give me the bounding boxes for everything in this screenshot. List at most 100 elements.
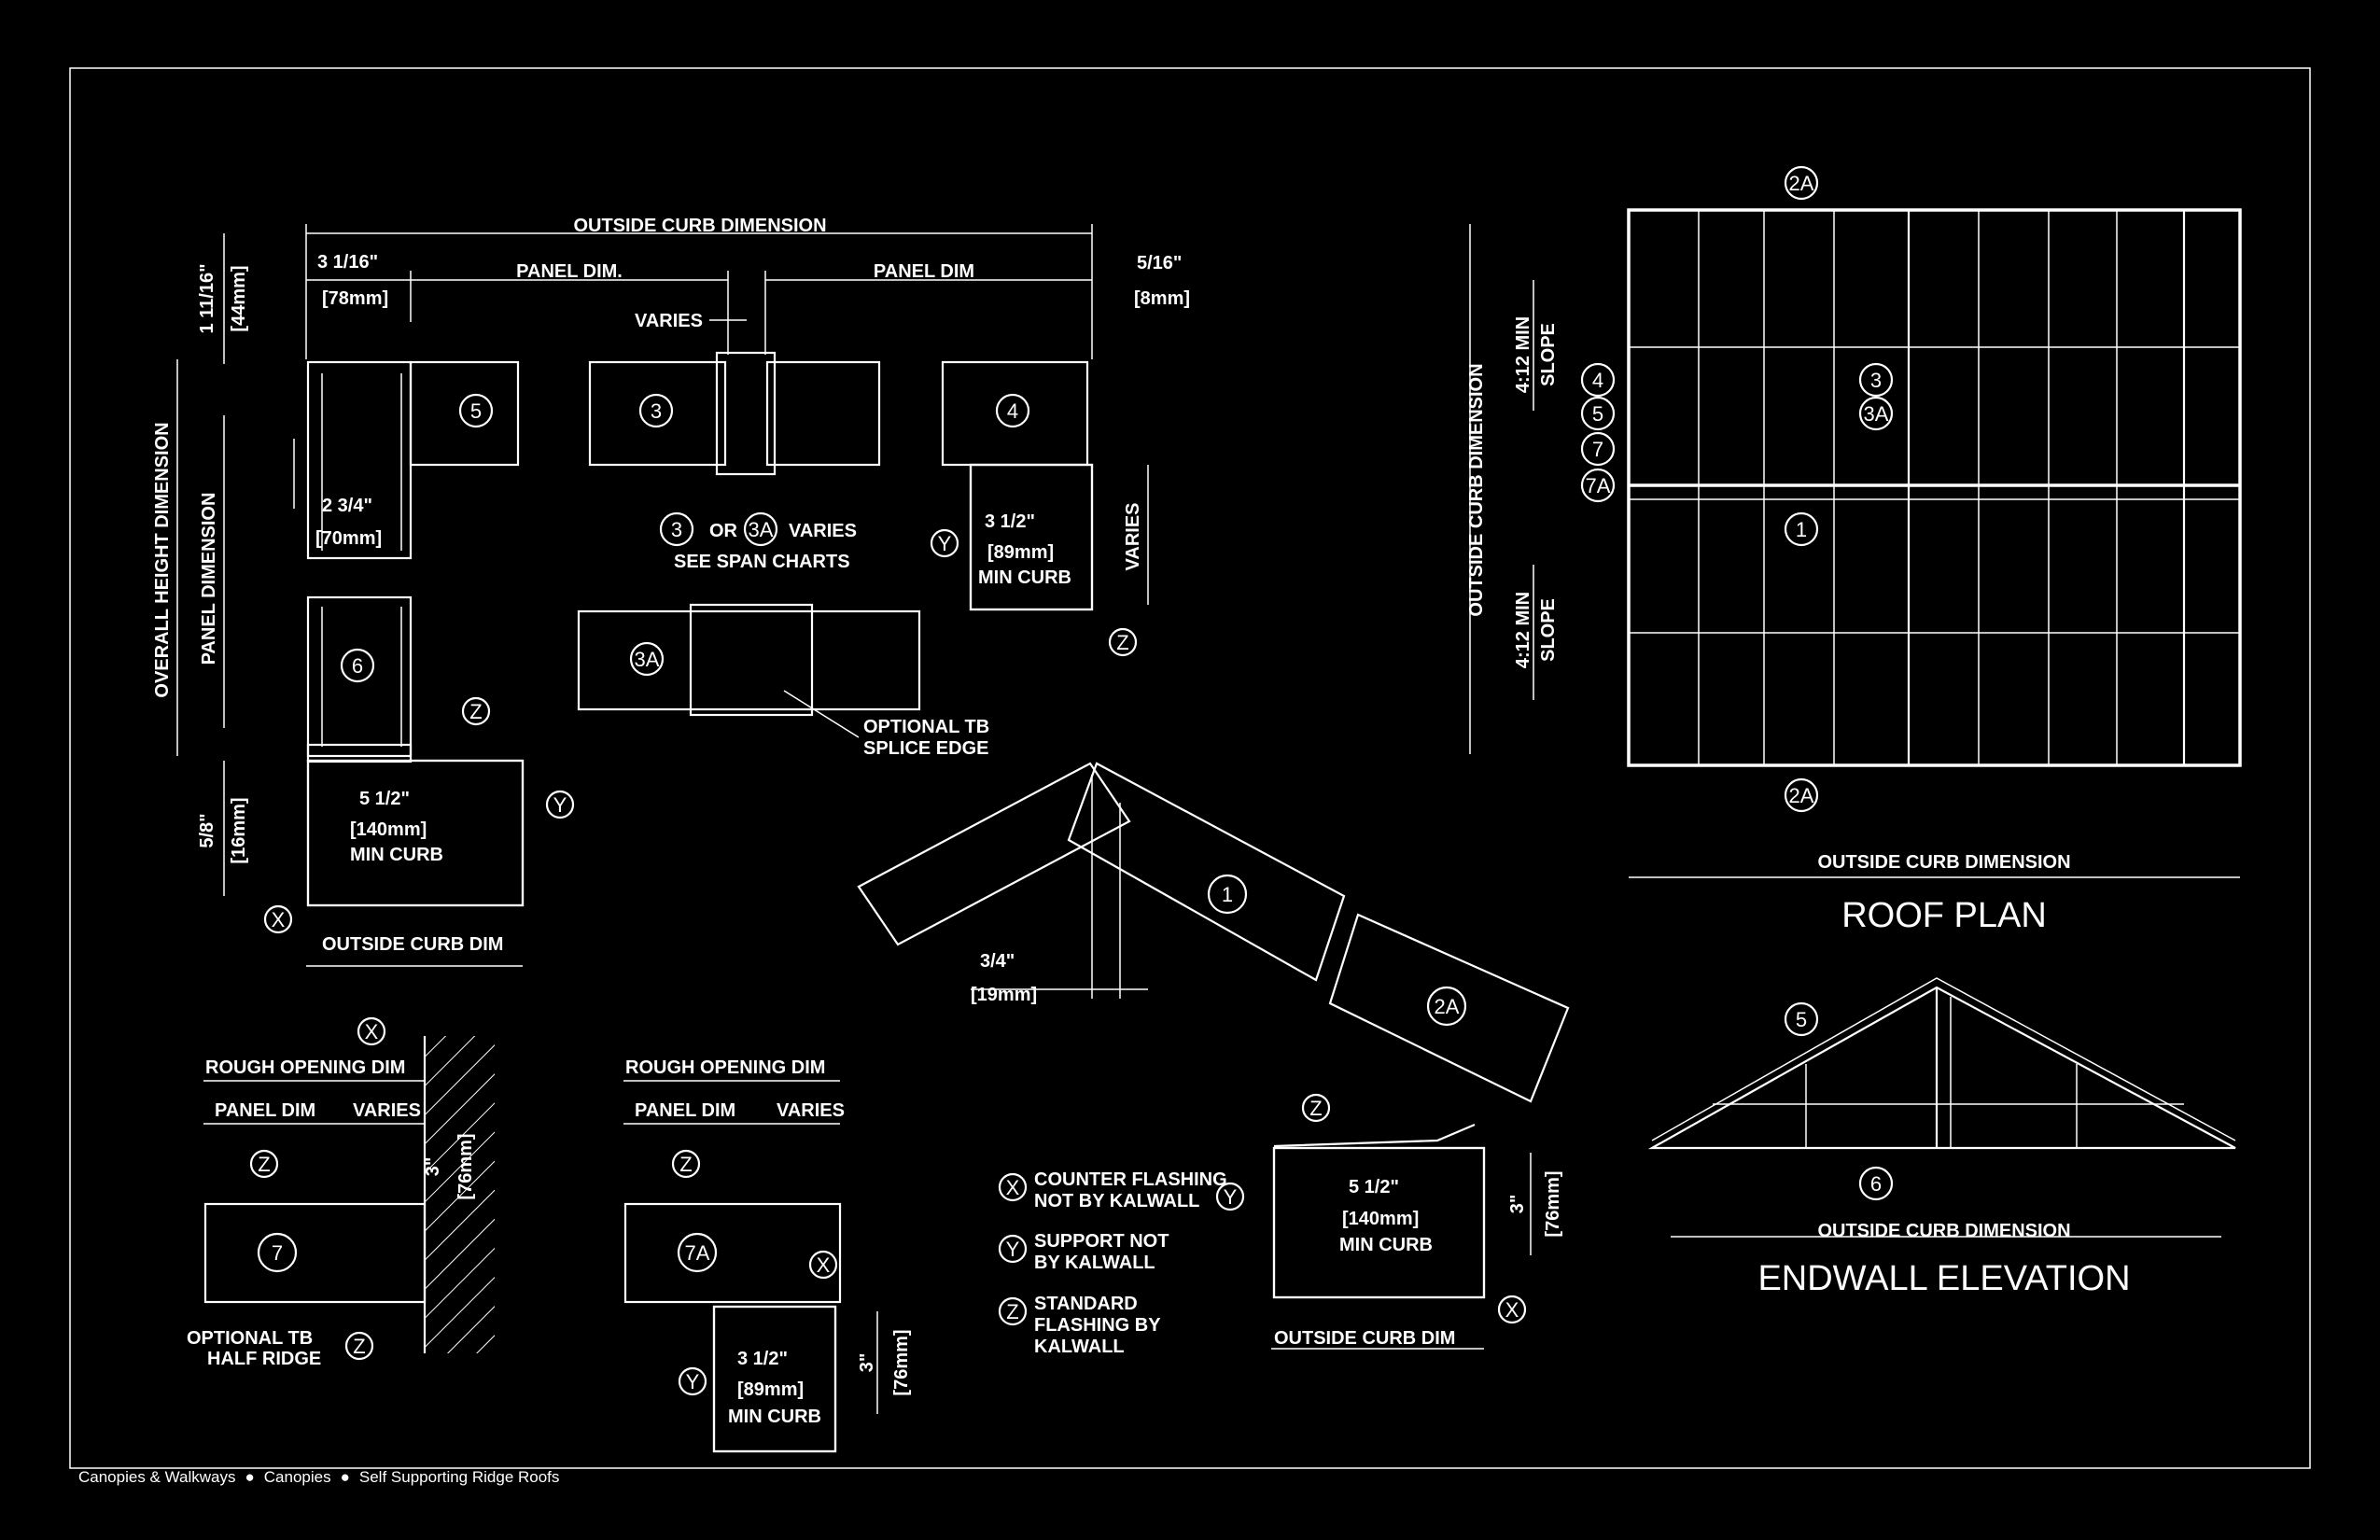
footer-breadcrumb: Canopies & Walkways ● Canopies ● Self Suppor… (78, 1468, 559, 1487)
tag-y-c: Y (1224, 1185, 1238, 1209)
label-min-curb-3: MIN CURB (1339, 1235, 1433, 1255)
label-dim-2-3-4: 2 3/4" (322, 496, 372, 516)
label-half-ridge: HALF RIDGE (207, 1349, 321, 1369)
label-min-curb-1: MIN CURB (350, 845, 443, 865)
label-endwall-outside-curb: OUTSIDE CURB DIMENSION (1817, 1221, 2070, 1241)
label-rough-opening-dim-1: ROUGH OPENING DIM (205, 1057, 405, 1078)
tag-x-c: X (365, 1020, 379, 1043)
legend-z-line-1: STANDARD (1034, 1294, 1138, 1314)
label-varies-span: VARIES (789, 521, 857, 541)
tag-1-a: 1 (1222, 883, 1233, 906)
label-overall-height-dimension: OVERALL HEIGHT DIMENSION (152, 422, 173, 697)
label-dim-3-1-16: 3 1/16" (317, 252, 378, 273)
label-mm-44: [44mm] (229, 265, 249, 331)
label-mm-19: [19mm] (971, 985, 1037, 1005)
label-panel-dim-4: PANEL DIM (635, 1100, 735, 1121)
tag-3-b: 3 (671, 518, 682, 541)
legend-tag-x: X (1006, 1176, 1020, 1199)
tag-z-f: Z (679, 1153, 692, 1176)
tag-5-b: 5 (1592, 402, 1603, 426)
label-slope-ratio-2: 4:12 MIN (1513, 592, 1533, 668)
tag-y-a: Y (553, 793, 567, 817)
label-outside-curb-dimension: OUTSIDE CURB DIMENSION (573, 216, 826, 236)
legend: X COUNTER FLASHING NOT BY KALWALL Y SUPP… (998, 1169, 1227, 1357)
tag-y-d: Y (686, 1370, 700, 1393)
tag-2a-a: 2A (1435, 995, 1460, 1018)
label-dim-5-8: 5/8" (197, 813, 217, 847)
label-panel-dim-2: PANEL DIM (874, 261, 974, 282)
label-or: OR (709, 521, 738, 541)
tag-3-a: 3 (651, 399, 662, 423)
half-ridge-detail: ROUGH OPENING DIM PANEL DIM VARIES 3" [7… (187, 1036, 495, 1369)
tag-z-e: Z (353, 1335, 365, 1358)
label-varies-4: VARIES (777, 1100, 845, 1121)
label-roof-outside-curb-vert: OUTSIDE CURB DIMENSION (1466, 363, 1487, 616)
tag-x-d: X (817, 1253, 831, 1277)
tag-7: 7 (272, 1241, 283, 1265)
tag-7a-a: 7A (685, 1241, 710, 1265)
footer-separator-1: ● (245, 1468, 255, 1486)
footer-crumb-1[interactable]: Canopies & Walkways (78, 1468, 236, 1486)
legend-tag-z: Z (1006, 1300, 1018, 1323)
endwall-elevation: OUTSIDE CURB DIMENSION ENDWALL ELEVATION (1647, 977, 2236, 1298)
label-mm-16: [16mm] (229, 797, 249, 863)
label-optional-tb-half: OPTIONAL TB (187, 1328, 313, 1349)
tag-y-b: Y (938, 532, 952, 555)
label-outside-curb-dim-2: OUTSIDE CURB DIM (1274, 1328, 1455, 1349)
footer-separator-2: ● (340, 1468, 350, 1486)
label-splice-edge: SPLICE EDGE (863, 738, 988, 759)
tag-z-d: Z (258, 1153, 270, 1176)
tag-1-b: 1 (1796, 518, 1807, 541)
label-varies-top: VARIES (635, 311, 703, 331)
label-dim-3-4: 3/4" (980, 951, 1015, 972)
label-dim-3-d: 3" (857, 1353, 877, 1373)
tag-3a-a: 3A (749, 518, 774, 541)
tag-4-b: 4 (1592, 369, 1603, 392)
tag-3a-b: 3A (635, 648, 660, 671)
legend-x-line-1: COUNTER FLASHING (1034, 1169, 1227, 1190)
tag-6-b: 6 (1870, 1172, 1882, 1196)
eave-detail: ROUGH OPENING DIM PANEL DIM VARIES 3 1/2… (623, 1057, 912, 1453)
footer-crumb-2[interactable]: Canopies (263, 1468, 331, 1486)
footer-crumb-3[interactable]: Self Supporting Ridge Roofs (358, 1468, 560, 1486)
label-dim-5-1-2-b: 5 1/2" (1349, 1177, 1399, 1197)
ridge-section: 3/4" [19mm] 5 1/2" [140mm] MIN CURB 3" [… (857, 762, 1570, 1350)
label-dim-3-1-2-b: 3 1/2" (737, 1349, 788, 1369)
label-mm-76-b: [76mm] (1543, 1170, 1563, 1237)
legend-tag-y: Y (1006, 1238, 1020, 1261)
label-slope-1: SLOPE (1538, 323, 1559, 386)
tag-z-c: Z (1309, 1097, 1322, 1120)
label-varies-3: VARIES (353, 1100, 421, 1121)
top-curb-section: OUTSIDE CURB DIMENSION PANEL DIM. PANEL … (152, 216, 1190, 967)
label-rough-opening-dim-2: ROUGH OPENING DIM (625, 1057, 825, 1078)
label-dim-5-16: 5/16" (1137, 253, 1182, 273)
tag-2a-b: 2A (1789, 172, 1814, 195)
label-dim-3-1-2-a: 3 1/2" (985, 511, 1035, 532)
tag-3-c: 3 (1870, 369, 1882, 392)
label-mm-8: [8mm] (1134, 288, 1190, 309)
endwall-elevation-title: ENDWALL ELEVATION (1757, 1259, 2130, 1298)
tag-callouts: 5 3 4 6 3 3A 3A Z Y X Y Z 1 2A Z Y X X Z… (249, 165, 1894, 1396)
label-slope-ratio-1: 4:12 MIN (1513, 316, 1533, 393)
tag-4-a: 4 (1007, 399, 1018, 423)
label-varies-right: VARIES (1123, 503, 1143, 571)
legend-x-line-2: NOT BY KALWALL (1034, 1191, 1199, 1211)
label-roof-outside-curb-horiz: OUTSIDE CURB DIMENSION (1817, 852, 2070, 873)
label-dim-1-11-16: 1 11/16" (197, 263, 217, 333)
label-see-span-charts: SEE SPAN CHARTS (674, 552, 850, 572)
legend-y-line-1: SUPPORT NOT (1034, 1231, 1169, 1252)
label-panel-dim-3: PANEL DIM (215, 1100, 315, 1121)
label-panel-dimension: PANEL DIMENSION (199, 493, 219, 665)
panel-sections-top: 3 1/2" [89mm] MIN CURB VARIES OR VARIES … (577, 351, 1149, 759)
label-min-curb-4: MIN CURB (728, 1407, 821, 1427)
legend-z-line-2: FLASHING BY (1034, 1315, 1161, 1336)
label-dim-3-c: 3" (423, 1157, 443, 1177)
tag-z-a: Z (469, 700, 482, 723)
label-slope-2: SLOPE (1538, 598, 1559, 662)
tag-z-b: Z (1116, 631, 1128, 654)
label-panel-dim-1: PANEL DIM. (516, 261, 623, 282)
tag-5-c: 5 (1796, 1008, 1807, 1031)
label-optional-tb: OPTIONAL TB (863, 717, 989, 737)
roof-plan: OUTSIDE CURB DIMENSION 4:12 MIN SLOPE 4:… (1466, 208, 2242, 935)
